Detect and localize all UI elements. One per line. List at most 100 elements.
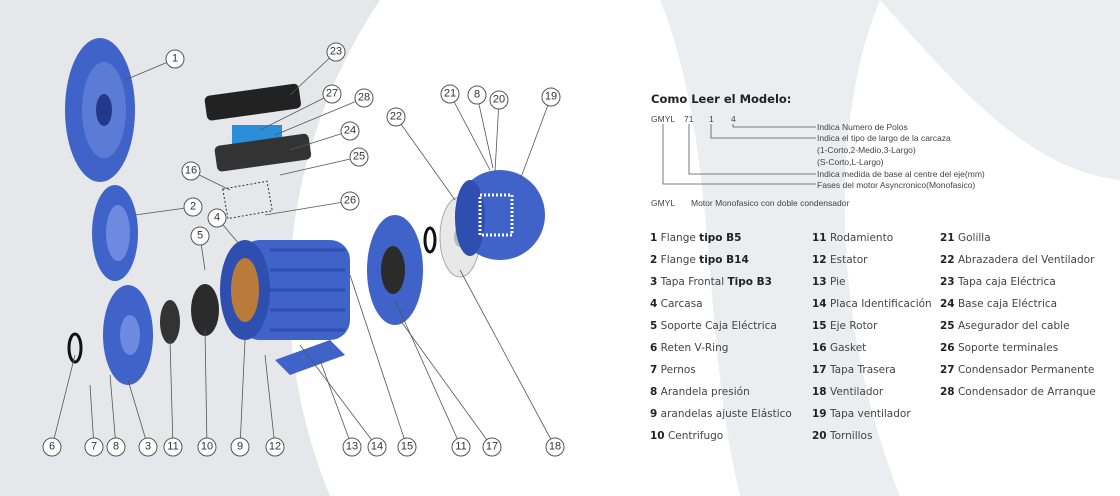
callout-number: 8 [106,437,126,457]
model-desc-poles: Indica Numero de Polos [817,122,908,132]
legend-item: 7 Pernos [650,364,696,376]
legend-item: 10 Centrifugo [650,430,723,442]
centrifugal-switch [191,284,219,336]
legend-number: 27 [940,364,955,376]
legend-text: Estator [829,254,868,266]
legend-number: 25 [940,320,955,332]
legend-number: 13 [812,276,827,288]
legend-item: 16 Gasket [812,342,866,354]
legend-number: 21 [940,232,955,244]
callout-number: 27 [322,84,342,104]
legend-number: 9 [650,408,658,420]
legend-item: 5 Soporte Caja Eléctrica [650,320,777,332]
legend-number: 24 [940,298,955,310]
model-desc-shaft-height: Indica medida de base al centre del eje(… [817,169,985,179]
terminal-box-base [214,133,312,172]
callout-number: 24 [340,121,360,141]
callout-leader-line [259,93,333,131]
legend-text: Condensador Permanente [957,364,1095,376]
legend-item: 13 Pie [812,276,845,288]
legend-item: 28 Condensador de Arranque [940,386,1096,398]
callout-leader-line [319,359,353,448]
foot [275,340,345,375]
legend-item: 24 Base caja Eléctrica [940,298,1057,310]
terminal-box-cover [204,83,301,121]
legend-text: arandelas ajuste Elástico [660,408,792,420]
callout-leader-line [299,344,378,448]
legend-item: 11 Rodamiento [812,232,893,244]
callout-number: 9 [230,437,250,457]
callout-leader-line [264,200,351,216]
callout-number: 11 [163,437,183,457]
callout-number: 21 [440,84,460,104]
callout-number: 22 [386,107,406,127]
callout-leader-line [459,269,556,448]
rear-cover [367,215,423,325]
legend-number: 18 [812,386,827,398]
legend-text: Tapa Frontal [660,276,728,288]
model-desc-phases: Fases del motor Asyncronico(Monofasico) [817,180,976,190]
legend-item: 26 Soporte terminales [940,342,1058,354]
legend-text: Base caja Eléctrica [957,298,1058,310]
legend-item: 9 arandelas ajuste Elástico [650,408,792,420]
legend-number: 12 [812,254,827,266]
callout-leader-line [399,319,493,448]
legend-item: 25 Asegurador del cable [940,320,1070,332]
legend-item: 18 Ventilador [812,386,883,398]
legend-number: 16 [812,342,827,354]
legend-number: 19 [812,408,827,420]
legend-item: 19 Tapa ventilador [812,408,911,420]
callout-number: 20 [489,90,509,110]
callout-leader-line [274,97,365,136]
callout-number: 13 [342,437,362,457]
model-example-text: Motor Monofasico con doble condensador [691,198,850,208]
legend-number: 6 [650,342,658,354]
legend-item: 4 Carcasa [650,298,703,310]
callout-leader-line [289,130,351,151]
callout-leader-line [349,274,408,448]
legend-item: 27 Condensador Permanente [940,364,1094,376]
callout-number: 26 [340,191,360,211]
legend-item: 22 Abrazadera del Ventilador [940,254,1094,266]
callout-leader-line [239,339,246,448]
legend-item: 12 Estator [812,254,867,266]
legend-text: Gasket [829,342,867,354]
legend-text: Tapa ventilador [829,408,911,420]
legend-text: Asegurador del cable [957,320,1070,332]
legend-number: 5 [650,320,658,332]
callout-leader-line [476,94,494,169]
model-code-series: GMYL [651,114,676,124]
legend-number: 20 [812,430,827,442]
callout-number: 23 [326,42,346,62]
legend-text: Centrifugo [667,430,724,442]
legend-number: 10 [650,430,665,442]
gasket [222,180,273,220]
callout-number: 19 [541,87,561,107]
legend-text: Flange [660,232,700,244]
legend-item: 2 Flange tipo B14 [650,254,749,266]
callout-leader-line [127,379,149,448]
callout-number: 4 [207,208,227,228]
callout-number: 16 [181,161,201,181]
callout-number: 28 [354,88,374,108]
legend-bold-text: tipo B5 [699,232,742,244]
legend-text: Soporte terminales [957,342,1059,354]
legend-text: Tapa caja Eléctrica [957,276,1056,288]
callout-leader-line [204,329,208,448]
flange-b14 [92,185,138,281]
legend-text: Tapa Trasera [829,364,896,376]
callout-number: 18 [545,437,565,457]
legend-text: Pernos [660,364,696,376]
callout-leader-line [279,156,360,176]
legend-text: Reten V-Ring [660,342,729,354]
legend-item: 1 Flange tipo B5 [650,232,742,244]
legend-number: 3 [650,276,658,288]
model-desc-length-numeric: (1-Corto,2-Medio,3-Largo) [817,145,916,155]
legend-number: 15 [812,320,827,332]
legend-number: 7 [650,364,658,376]
callout-leader-line [394,299,462,448]
callout-leader-line [395,116,456,201]
callout-number: 14 [367,437,387,457]
bearing [160,300,180,344]
